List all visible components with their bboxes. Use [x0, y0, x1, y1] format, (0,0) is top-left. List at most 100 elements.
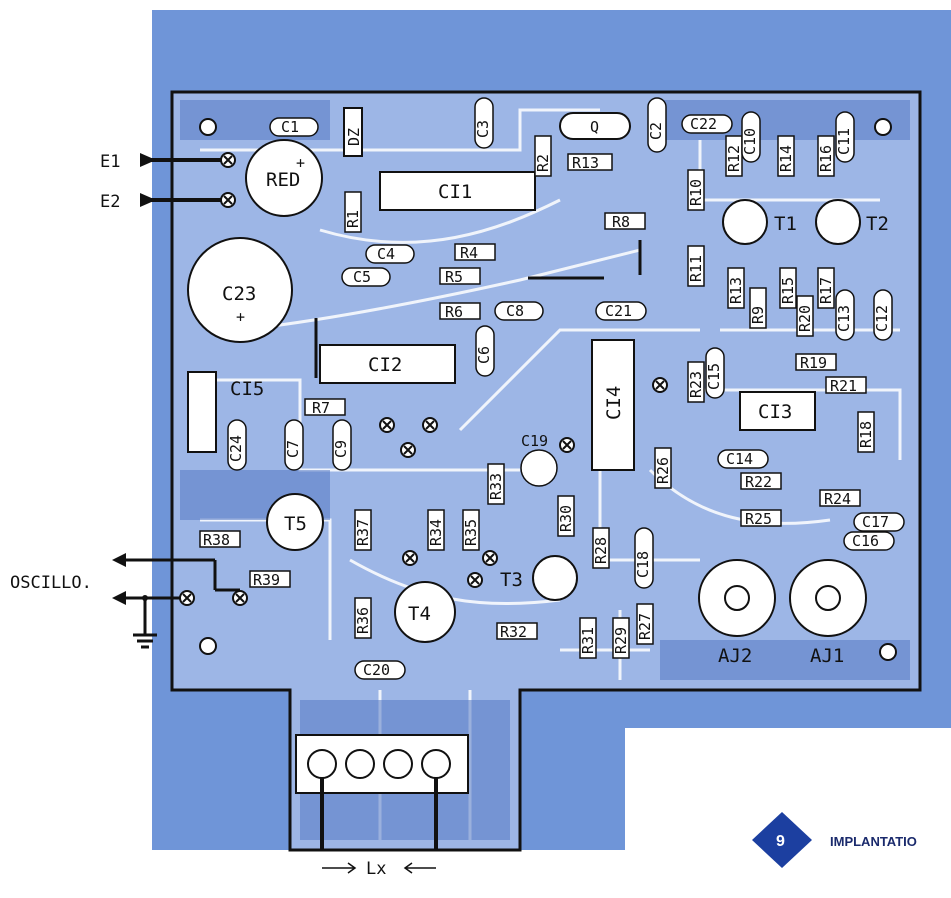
bridge-rectifier	[245, 139, 323, 217]
lx-label: Lx	[366, 859, 386, 879]
resistors-horizontal	[199, 153, 867, 640]
t5-label: T5	[284, 513, 307, 535]
capacitor-bodies	[227, 97, 905, 680]
c23-label: C23	[222, 283, 256, 305]
c11-label: C11	[835, 128, 853, 155]
r32-label: R32	[500, 623, 527, 641]
e1-label: E1	[100, 152, 120, 172]
r33-label: R33	[487, 473, 505, 500]
crystal-q	[559, 112, 631, 140]
c12-label: C12	[873, 305, 891, 332]
transistor-t3	[532, 555, 578, 601]
aj2-label: AJ2	[718, 645, 752, 667]
transistor-t5	[266, 493, 324, 551]
t1-label: T1	[774, 213, 797, 235]
c2-label: C2	[647, 122, 665, 140]
ci3-label: CI3	[758, 401, 792, 423]
c7-label: C7	[284, 440, 302, 458]
r4-label: R4	[460, 244, 478, 262]
c14-label: C14	[726, 450, 753, 468]
r27-label: R27	[636, 613, 654, 640]
ic-ci2	[319, 344, 456, 384]
r35-label: R35	[462, 519, 480, 546]
r17-label: R17	[817, 277, 835, 304]
r7-label: R7	[312, 399, 330, 417]
c22-label: C22	[690, 115, 717, 133]
resistor-labels-vertical: R1 R2 R10 R11 R12 R14 R16 R13 R9 R15 R17…	[344, 145, 875, 654]
c10-label: C10	[741, 128, 759, 155]
input-leads	[150, 158, 225, 202]
ic-ci5	[187, 371, 217, 453]
lx-leads	[320, 778, 438, 850]
oscillo-leads	[120, 558, 240, 649]
r14-label: R14	[777, 145, 795, 172]
resistors-vertical	[344, 135, 875, 659]
oscillo-arrow-icon-2	[112, 591, 126, 605]
r20-label: R20	[796, 305, 814, 332]
oscillo-label: OSCILLO.	[10, 573, 92, 593]
c4-label: C4	[377, 245, 395, 263]
r11-label: R11	[687, 255, 705, 282]
c16-label: C16	[852, 532, 879, 550]
c9-label: C9	[332, 440, 350, 458]
c23-plus: +	[236, 308, 245, 326]
c5-label: C5	[353, 268, 371, 286]
e2-arrow-icon	[140, 193, 156, 207]
r38-label: R38	[203, 531, 230, 549]
r8-label: R8	[612, 213, 630, 231]
r13b-label: R13	[727, 277, 745, 304]
r30-label: R30	[557, 505, 575, 532]
c13-label: C13	[835, 305, 853, 332]
dz-label: DZ	[345, 128, 363, 146]
badge-diamond	[752, 812, 812, 868]
ic-ci1	[379, 171, 536, 211]
r9-label: R9	[749, 306, 767, 324]
t3-label: T3	[500, 569, 523, 591]
capacitor-c19	[520, 449, 558, 487]
r24-label: R24	[824, 490, 851, 508]
t2-label: T2	[866, 213, 889, 235]
zener-dz	[343, 107, 363, 157]
transistor-t1	[722, 199, 768, 245]
transistor-t2	[815, 199, 861, 245]
capacitor-c23	[187, 237, 293, 343]
r21-label: R21	[830, 377, 857, 395]
ic-ci3	[739, 391, 816, 431]
c1-label: C1	[281, 118, 299, 136]
aj1-label: AJ1	[810, 645, 844, 667]
ci2-label: CI2	[368, 354, 402, 376]
r37-label: R37	[354, 519, 372, 546]
r1-label: R1	[344, 210, 362, 228]
c21-label: C21	[605, 302, 632, 320]
pads	[179, 152, 668, 606]
r22-label: R22	[745, 473, 772, 491]
r12-label: R12	[725, 145, 743, 172]
aj1-screw-icon	[815, 585, 841, 611]
r15-label: R15	[779, 277, 797, 304]
mounting-holes	[199, 118, 897, 661]
ground-node	[142, 595, 148, 601]
ic-ci4	[591, 339, 635, 471]
r16-label: R16	[817, 145, 835, 172]
aj2-screw-icon	[724, 585, 750, 611]
ci4-label: CI4	[603, 386, 625, 420]
c15-label: C15	[705, 363, 723, 390]
ci1-label: CI1	[438, 181, 472, 203]
e1-arrow-icon	[140, 153, 156, 167]
r28-label: R28	[592, 537, 610, 564]
c17-label: C17	[862, 513, 889, 531]
r23-label: R23	[687, 371, 705, 398]
r18-label: R18	[857, 421, 875, 448]
c24-label: C24	[227, 435, 245, 462]
r34-label: R34	[427, 519, 445, 546]
c8-label: C8	[506, 302, 524, 320]
r2-label: R2	[534, 154, 552, 172]
r5-label: R5	[445, 268, 463, 286]
r25-label: R25	[745, 510, 772, 528]
oscillo-arrow-icon	[112, 553, 126, 567]
bridge-label: RED	[266, 169, 300, 191]
t4-label: T4	[408, 603, 431, 625]
wire-straps	[314, 240, 642, 378]
